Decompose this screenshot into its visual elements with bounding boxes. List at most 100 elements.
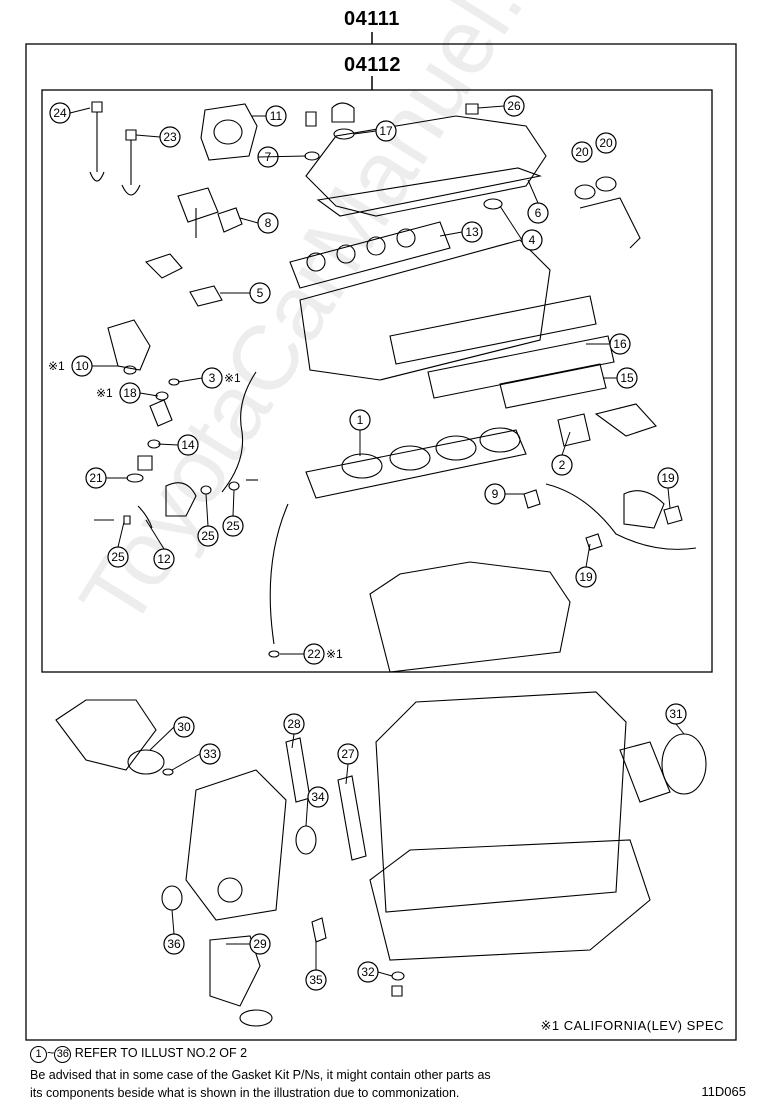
throttle-bore-sketch [213,119,243,145]
outer-kit-frame [25,43,737,1041]
callout-3: 3 [209,371,216,385]
exhaust-pipe-sketch [545,483,697,550]
gasket-30-sketch [127,749,165,775]
callout-36: 36 [167,937,181,951]
callout-14: 14 [181,438,195,452]
intake-manifold-gasket-13-sketch [289,221,451,289]
water-bypass-pipe-sketch [221,371,257,493]
range-tilde: ~ [47,1046,55,1060]
callout-25c: 25 [111,550,125,564]
timing-cover-sketch [185,769,287,921]
oil-seal-retainer-sketch [619,741,671,803]
rear-oil-seal-31-sketch [661,733,707,795]
water-pump-sketch [165,482,197,517]
callout-11: 11 [270,109,283,123]
callout-34: 34 [311,790,325,804]
kit-code-04111: 04111 [344,8,400,30]
spec-mark-22: ※1 [326,647,343,661]
refer-note: 1~36 REFER TO ILLUST NO.2 OF 2 [30,1046,247,1063]
range-end-circle: 36 [54,1046,72,1063]
valve-sketch [89,101,105,182]
callout-numbers: 24 23 11 7 17 26 20 20 6 8 4 13 5 16 10 … [53,99,683,987]
cylinder-block-sketch [375,691,627,913]
washer-7-sketch [304,151,320,161]
injector-sketch [149,399,173,427]
exhaust-gasket-16-sketch [389,295,597,365]
spec-mark-3: ※1 [224,371,241,385]
callout-1: 1 [357,413,364,427]
callout-10: 10 [75,359,89,373]
callout-28: 28 [287,717,301,731]
oil-cap-sketch [331,102,355,123]
callout-27: 27 [341,747,355,761]
water-outlet-sketch [177,187,219,238]
oil-dipstick-guide-sketch [269,503,289,645]
callout-17: 17 [379,124,393,138]
water-inlet-housing-sketch [55,699,157,771]
callout-23: 23 [163,130,177,144]
leader-lines [69,105,685,977]
spec-mark-10: ※1 [48,359,65,373]
callout-25b: 25 [226,519,240,533]
callout-circles [49,95,687,991]
range-start-circle: 1 [30,1046,47,1063]
callout-18: 18 [123,386,137,400]
advisory-line-1: Be advised that in some case of the Gask… [30,1068,491,1082]
callout-20a: 20 [575,145,589,159]
callout-35: 35 [309,973,323,987]
oil-pump-gasket-27-sketch [337,775,367,861]
grommet-4-sketch [483,198,503,210]
throttle-body-gasket-sketch [200,103,258,161]
thermostat-sketch [144,253,183,279]
callout-29: 29 [253,937,267,951]
oil-strainer-sketch [209,935,261,1007]
callout-22: 22 [307,647,321,661]
upper-parts-sketches [89,101,697,673]
callout-6: 6 [535,206,542,220]
timing-gasket-28-sketch [285,737,311,803]
callout-8: 8 [265,216,272,230]
callout-19a: 19 [661,471,675,485]
callout-15: 15 [620,371,634,385]
bolt-26-sketch [465,103,479,115]
callout-2: 2 [559,458,566,472]
lower-parts-sketches [55,691,707,1027]
callout-21: 21 [89,471,103,485]
callout-31: 31 [669,707,683,721]
callout-4: 4 [529,233,536,247]
callout-25a: 25 [201,529,215,543]
callout-26: 26 [507,99,521,113]
subkit-code-04112: 04112 [344,54,402,76]
idle-speed-valve-sketch [107,319,151,371]
exhaust-gasket-sketch [427,335,615,399]
oil-seal-34-sketch [295,825,317,855]
callout-19b: 19 [579,570,593,584]
california-spec-note: ※1 CALIFORNIA(LEV) SPEC [540,1018,724,1033]
seal-36-sketch [161,885,183,911]
callout-32: 32 [361,965,375,979]
pcv-hose-sketch [579,197,641,249]
advisory-line-2: its components beside what is shown in t… [30,1086,460,1100]
valve-spring-sketch [121,129,141,196]
cylinder-head-gasket-1-sketch [305,429,527,499]
exhaust-outlet-sketch [594,403,657,437]
callout-9: 9 [492,487,499,501]
gasket-9-sketch [523,489,541,509]
bolt-sketch [305,111,317,127]
thermostat-gasket-5-sketch [189,285,223,307]
spec-mark-18: ※1 [96,386,113,400]
refer-text: REFER TO ILLUST NO.2 OF 2 [74,1046,248,1060]
cover-gasket-6-sketch [316,167,543,217]
cylinder-head-sketch [299,239,551,381]
callout-24: 24 [53,106,67,120]
callout-33: 33 [203,747,217,761]
spec-marks: ※1 ※1 ※1 ※1 [48,359,343,661]
callout-13: 13 [465,225,479,239]
manifold-gasket-2-sketch [557,413,591,447]
inner-subkit-frame [41,89,713,673]
outlet-gasket-8-sketch [217,207,243,233]
callout-12: 12 [157,552,171,566]
illustration-code: 11D065 [701,1084,746,1099]
